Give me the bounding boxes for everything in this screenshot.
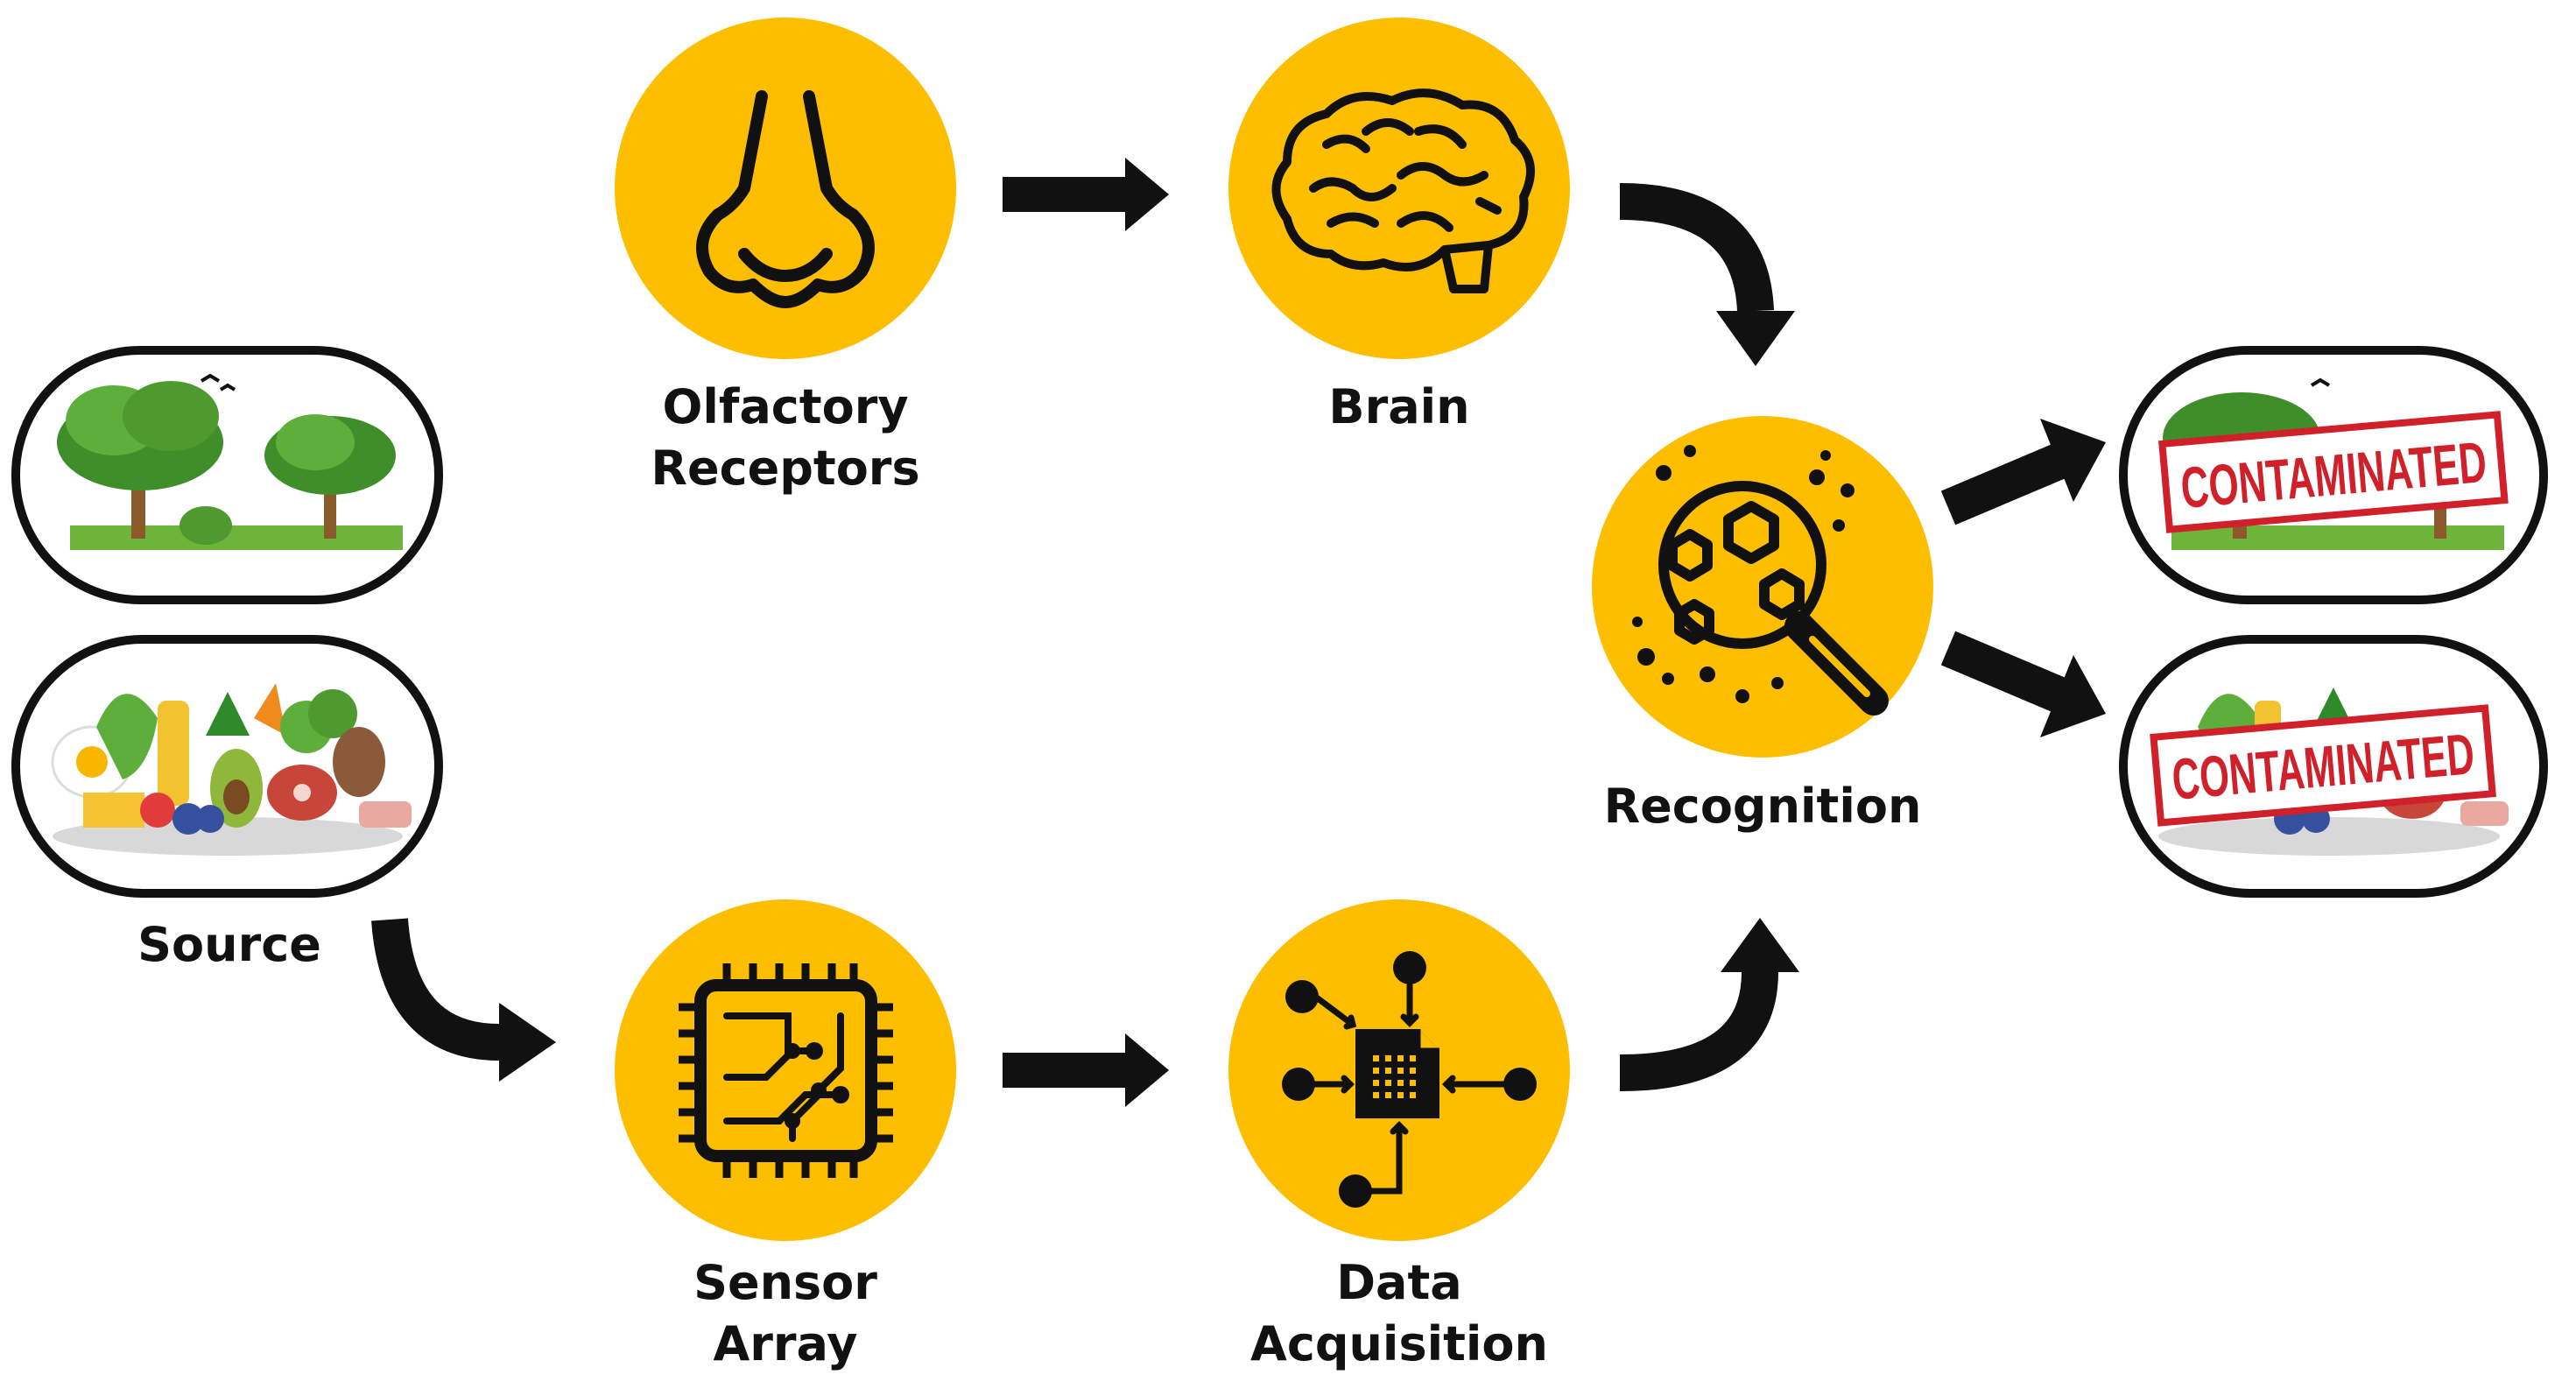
sensor-circle	[615, 899, 956, 1241]
label-sensor-line2: Array	[713, 1316, 858, 1371]
label-data-acquisition: Data Acquisition	[1250, 1252, 1548, 1375]
arrow-recognition-to-food	[1940, 631, 2106, 737]
arrow-data-to-recognition	[1619, 918, 1799, 1091]
label-brain: Brain	[1328, 379, 1470, 434]
brain-icon	[1271, 88, 1535, 293]
contaminated-stamp: CONTAMINATED	[2158, 411, 2509, 533]
nose-icon	[696, 90, 875, 308]
label-olfactory-receptors: Olfactory Receptors	[651, 377, 919, 499]
contaminated-nature-capsule: CONTAMINATED	[2119, 346, 2548, 604]
label-recognition: Recognition	[1603, 779, 1922, 834]
label-data-line2: Acquisition	[1250, 1316, 1548, 1371]
arrow-brain-to-recognition	[1619, 183, 1795, 366]
chip-icon	[679, 963, 893, 1178]
source-food-capsule	[11, 635, 443, 898]
label-sensor-line1: Sensor	[693, 1255, 877, 1310]
arrow-recognition-to-nature	[1940, 419, 2106, 525]
contaminated-stamp: CONTAMINATED	[2150, 704, 2496, 827]
label-sensor-array: Sensor Array	[693, 1252, 877, 1375]
arrow-olfactory-to-brain	[1003, 158, 1169, 231]
tree-illustration	[57, 373, 403, 550]
contaminated-food-capsule: CONTAMINATED	[2119, 635, 2548, 898]
source-nature-capsule	[11, 346, 443, 604]
olfactory-circle	[615, 18, 956, 359]
label-source: Source	[137, 917, 321, 972]
label-olfactory-line1: Olfactory	[662, 379, 909, 434]
data-acquisition-icon	[1282, 951, 1537, 1208]
food-illustration	[51, 683, 412, 856]
arrow-source-to-sensor	[371, 918, 556, 1082]
label-data-line1: Data	[1336, 1255, 1462, 1310]
magnifier-icon	[1632, 445, 1889, 716]
label-olfactory-line2: Receptors	[651, 441, 920, 496]
arrow-sensor-to-data	[1003, 1033, 1169, 1107]
